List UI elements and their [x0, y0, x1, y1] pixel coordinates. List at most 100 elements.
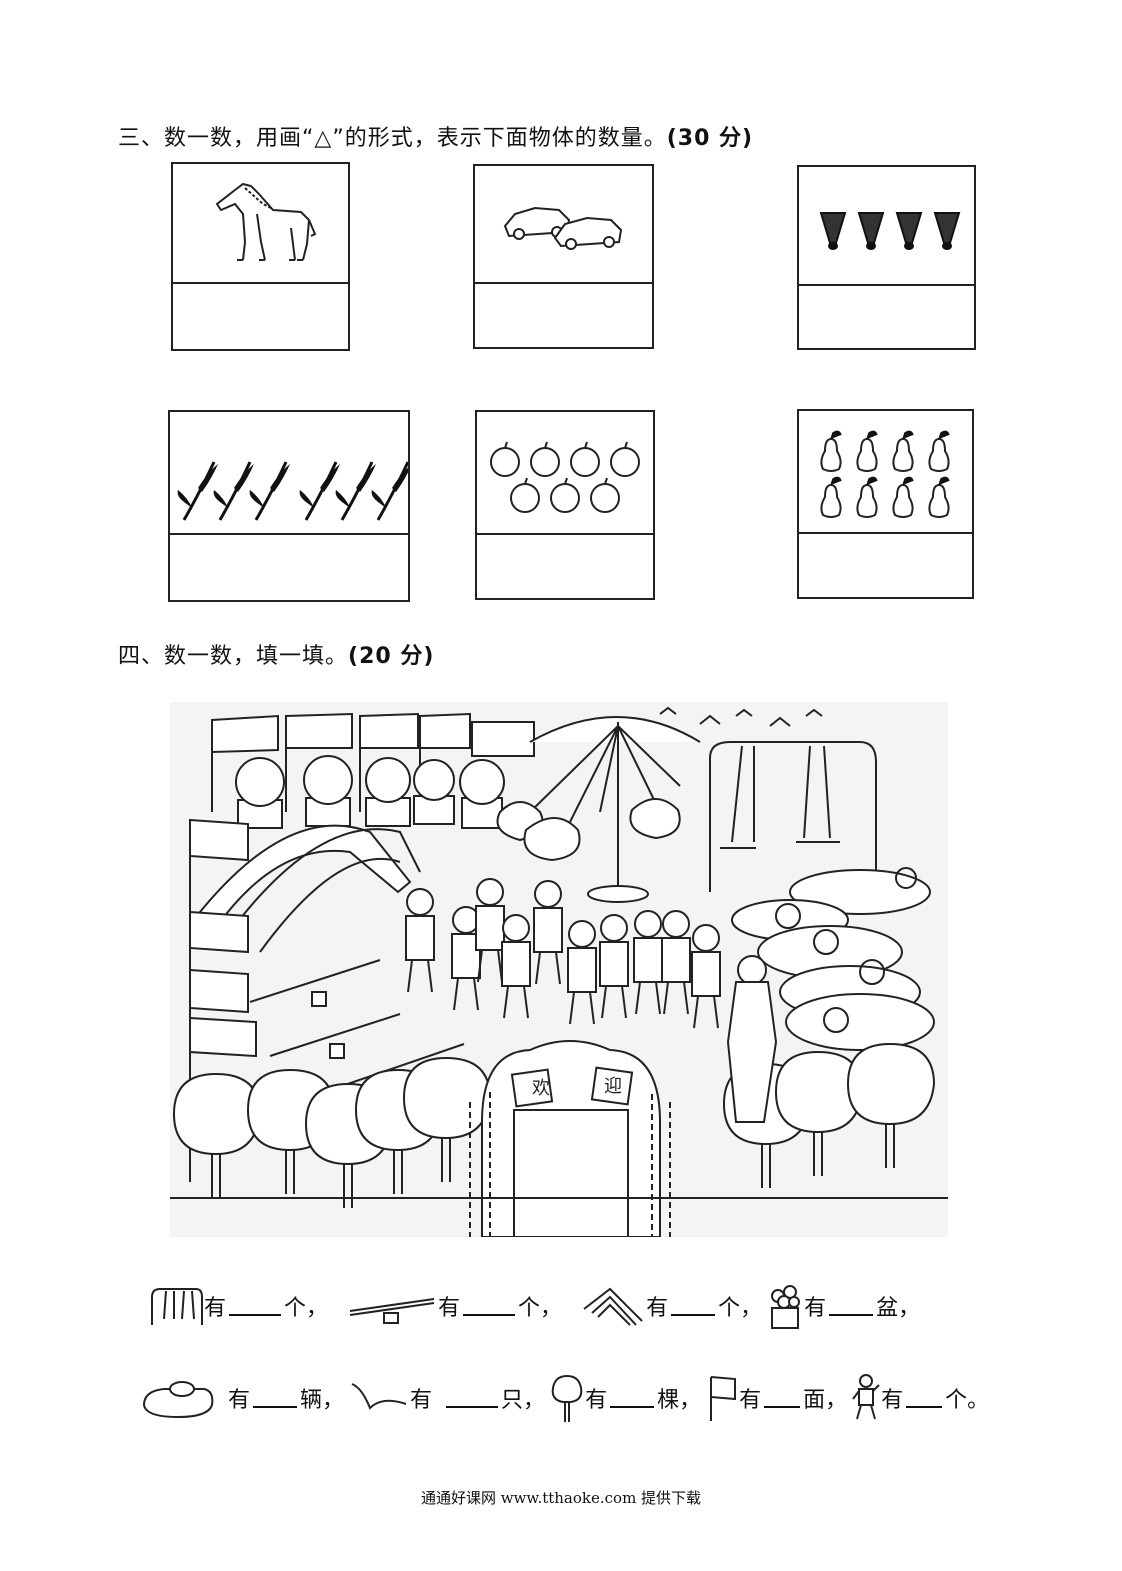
count-box-apples [475, 410, 655, 600]
welcome-gate [469, 1040, 671, 1238]
count-box-pears [797, 409, 974, 599]
slides [198, 824, 421, 953]
shuttlecock-icon [819, 212, 961, 250]
fill-row-1: 有个， 有个， 有个， 有盆， [146, 1282, 924, 1330]
apple [490, 441, 520, 477]
child [533, 880, 563, 985]
answer-blank[interactable] [463, 1296, 516, 1316]
wheat-stalk [335, 461, 376, 521]
trees [172, 1042, 936, 1208]
bumper-car-icon [142, 1381, 214, 1419]
answer-blank[interactable] [229, 1296, 282, 1316]
count-box-wheat [168, 410, 410, 602]
you-text: 有 [438, 1296, 461, 1321]
shuttlecock [819, 212, 847, 250]
picture-area [475, 166, 652, 284]
pear [892, 430, 914, 472]
fill-item-swing: 有 个， [146, 1285, 328, 1327]
flowerpot-icon [771, 1285, 801, 1329]
section4-heading: 四、数一数，填一填。(20 分) [118, 638, 434, 670]
carousel [496, 716, 701, 903]
car-icon [503, 206, 623, 250]
pear [892, 476, 914, 518]
seesaws [249, 959, 465, 1105]
section3-points: (30 分) [666, 126, 754, 151]
fill-row-2: 有辆， 有只， 有棵， 有 面， 有个。 [138, 1372, 993, 1424]
tree [846, 1042, 936, 1168]
fill-item-flag: 有 面， [705, 1373, 847, 1423]
apple [570, 441, 600, 477]
fill-item-seesaw: 有 个， [348, 1285, 562, 1327]
bumper-cars [731, 867, 935, 1051]
sign-ying: 迎 [604, 1076, 622, 1097]
unit-text: 个， [518, 1296, 563, 1321]
you-text: 有 [410, 1388, 433, 1413]
section3-heading: 三、数一数，用画“△”的形式，表示下面物体的数量。(30 分) [118, 120, 753, 152]
section4-heading-text: 四、数一数，填一填。 [118, 644, 349, 669]
wheat-stalk [213, 461, 254, 521]
flags-top [211, 712, 535, 812]
child-icon [852, 1374, 880, 1420]
unit-text: 面， [803, 1388, 848, 1413]
pear [928, 430, 950, 472]
section3-heading-text: 三、数一数，用画“△”的形式，表示下面物体的数量。 [118, 126, 667, 151]
swing-set [709, 741, 877, 892]
you-text: 有 [204, 1296, 227, 1321]
wheat-stalk [177, 461, 218, 521]
playground-scene: 欢 迎 [170, 702, 948, 1238]
answer-blank[interactable] [610, 1388, 655, 1408]
seesaw-icon [349, 1298, 435, 1324]
count-box-cars [473, 164, 654, 349]
answer-blank[interactable] [671, 1296, 716, 1316]
shuttlecock [895, 212, 923, 250]
answer-blank[interactable] [253, 1388, 298, 1408]
apple [590, 477, 620, 513]
child [691, 924, 721, 1029]
child [405, 888, 435, 993]
unit-text: 盆， [876, 1296, 921, 1321]
answer-blank[interactable] [906, 1388, 943, 1408]
apple-icon [490, 441, 640, 513]
footer-credit: 通通好课网 www.tthaoke.com 提供下载 [420, 1489, 702, 1507]
tree [172, 1072, 262, 1198]
apple [550, 477, 580, 513]
wheat-stalk [299, 461, 340, 521]
child [567, 920, 597, 1025]
you-text: 有 [585, 1388, 608, 1413]
flowerpots [235, 755, 505, 829]
you-text: 有 [881, 1388, 904, 1413]
pear [928, 476, 950, 518]
section4-points: (20 分) [348, 644, 435, 669]
apple [530, 441, 560, 477]
apple [610, 441, 640, 477]
answer-blank[interactable] [764, 1388, 801, 1408]
bird-icon [351, 1383, 407, 1410]
picture-area [799, 167, 974, 286]
fill-item-bumper-car: 有辆， [138, 1375, 344, 1421]
pear [856, 476, 878, 518]
picture-area [173, 164, 348, 284]
apple [510, 477, 540, 513]
fill-item-tree: 有棵， [549, 1372, 701, 1424]
fill-item-slide: 有个， [580, 1285, 762, 1327]
wheat-stalk [371, 461, 408, 521]
answer-blank[interactable] [446, 1388, 499, 1408]
you-text: 有 [739, 1388, 762, 1413]
horse-icon [215, 182, 317, 261]
picture-area [170, 412, 408, 535]
sign-huan: 欢 [532, 1078, 550, 1099]
answer-blank[interactable] [829, 1296, 874, 1316]
unit-text: 个， [284, 1296, 329, 1321]
child [475, 878, 505, 983]
fill-item-bird: 有只， [348, 1378, 545, 1418]
tree-icon [551, 1374, 583, 1422]
playground-illustration: 欢 迎 [170, 702, 948, 1238]
wheat-icon [177, 461, 408, 521]
count-box-shuttlecocks [797, 165, 976, 350]
child [633, 910, 663, 1015]
wheat-stalk [249, 461, 290, 521]
fill-item-child: 有个。 [851, 1373, 989, 1423]
pear-icon [820, 430, 950, 518]
child [501, 914, 531, 1019]
children [405, 878, 721, 1029]
